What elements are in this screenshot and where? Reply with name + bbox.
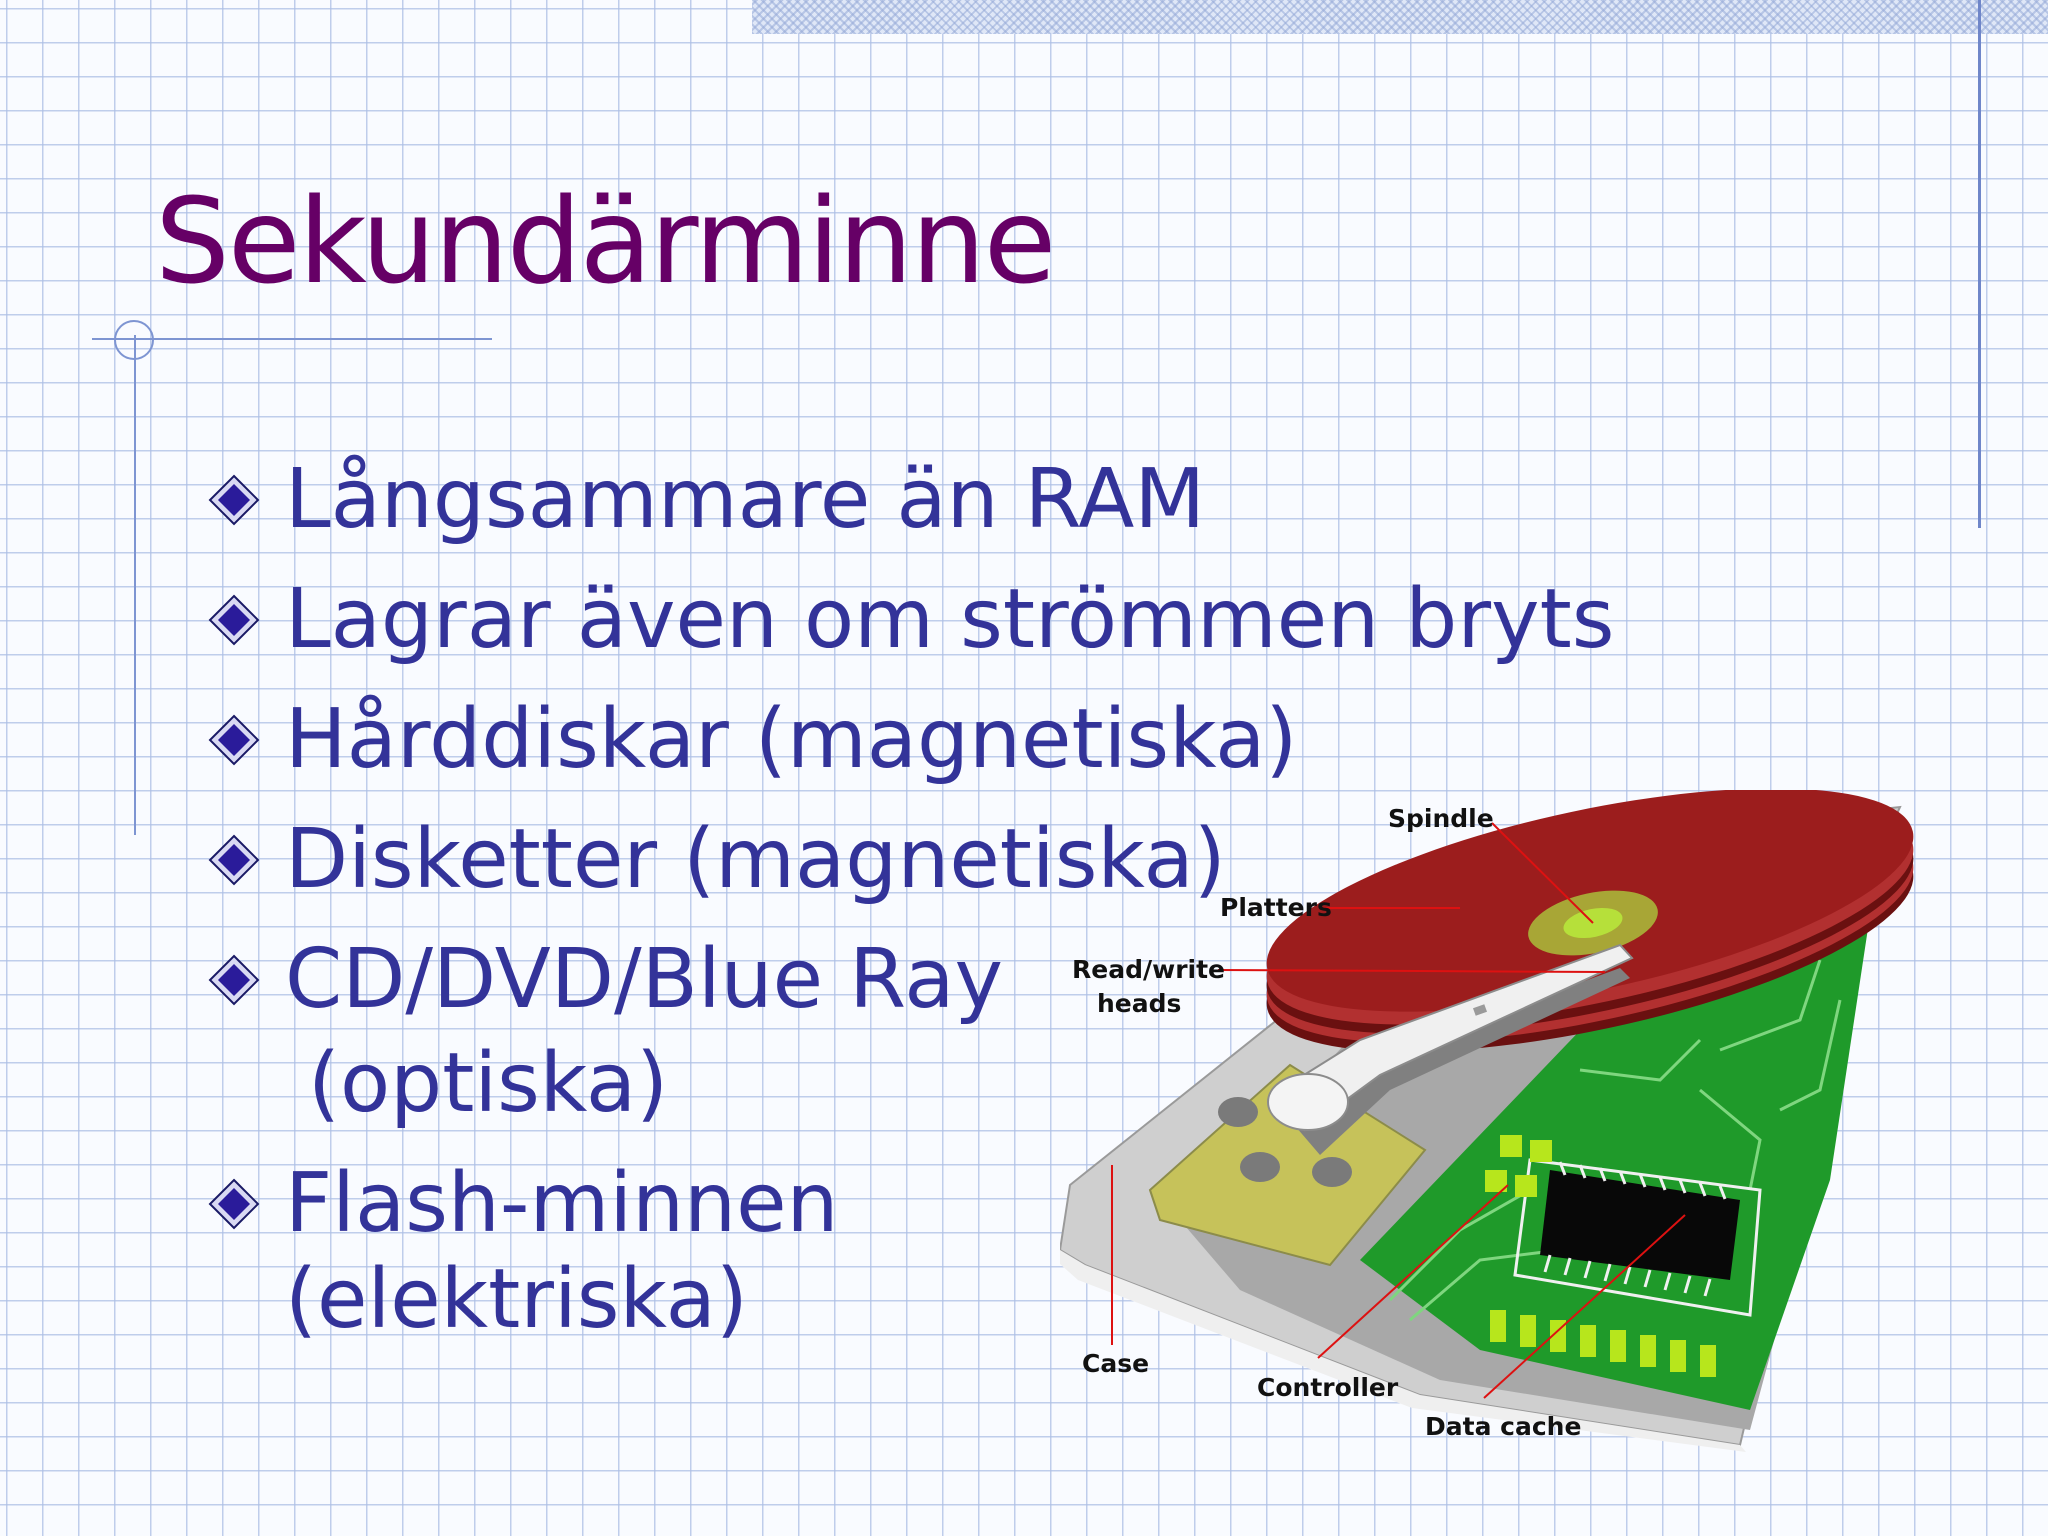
hdd-label-spindle: Spindle	[1388, 804, 1494, 833]
slide-title: Sekundärminne	[155, 172, 1056, 310]
right-vertical-rule	[1978, 0, 1981, 528]
hdd-leader-lines	[1111, 822, 1686, 1399]
hdd-arm-hole	[1472, 1004, 1488, 1016]
diamond-bullet-icon	[208, 1178, 260, 1230]
hdd-arm-pivot	[1267, 1073, 1349, 1131]
top-pattern-band	[752, 0, 2048, 34]
diamond-bullet-icon	[208, 954, 260, 1006]
hdd-circuit-board	[1360, 915, 1870, 1410]
diamond-bullet-icon	[208, 474, 260, 526]
bullet-text: Lagrar även om strömmen bryts	[285, 572, 1615, 667]
hdd-data-cache-chip	[1540, 1170, 1740, 1280]
bullet-item: Långsammare än RAM	[208, 440, 1614, 560]
left-vertical-rule	[134, 335, 136, 835]
diamond-bullet-icon	[208, 834, 260, 886]
hdd-label-controller: Controller	[1257, 1373, 1399, 1402]
bullet-item: Hårddiskar (magnetiska)	[208, 680, 1614, 800]
hdd-board-pads	[1485, 1135, 1716, 1377]
crosshair-ornament	[114, 320, 154, 360]
hdd-label-platters: Platters	[1220, 893, 1332, 922]
bullet-continuation: (elektriska)	[285, 1252, 748, 1347]
bullet-text: Hårddiskar (magnetiska)	[285, 692, 1298, 787]
hard-disk-diagram: Spindle Platters Read/write heads Case C…	[1060, 790, 1914, 1452]
bullet-text: Disketter (magnetiska)	[285, 812, 1226, 907]
bullet-text: CD/DVD/Blue Ray	[285, 932, 1004, 1027]
hdd-label-read-write: Read/write	[1072, 955, 1225, 984]
bullet-item: CD/DVD/Blue Ray (optiska)	[208, 920, 1614, 1144]
diamond-bullet-icon	[208, 714, 260, 766]
hdd-chip-outline	[1513, 1158, 1762, 1317]
hdd-chip-pins	[1543, 1161, 1727, 1297]
hdd-base-screws	[1218, 1097, 1352, 1187]
bullet-item: Flash-minnen (elektriska)	[208, 1144, 1614, 1360]
hdd-label-case: Case	[1082, 1349, 1149, 1378]
title-underline-rule	[92, 338, 492, 340]
bullet-text: Långsammare än RAM	[285, 452, 1206, 547]
bullet-list: Långsammare än RAM Lagrar även om strömm…	[208, 440, 1614, 1360]
hdd-label-data-cache: Data cache	[1425, 1412, 1581, 1441]
bullet-continuation: (optiska)	[308, 1036, 669, 1131]
bullet-text: Flash-minnen	[285, 1156, 839, 1251]
bullet-item: Disketter (magnetiska)	[208, 800, 1614, 920]
bullet-item: Lagrar även om strömmen bryts	[208, 560, 1614, 680]
hdd-arm-shadow	[1290, 968, 1630, 1155]
hdd-label-heads: heads	[1097, 989, 1181, 1018]
diamond-bullet-icon	[208, 594, 260, 646]
